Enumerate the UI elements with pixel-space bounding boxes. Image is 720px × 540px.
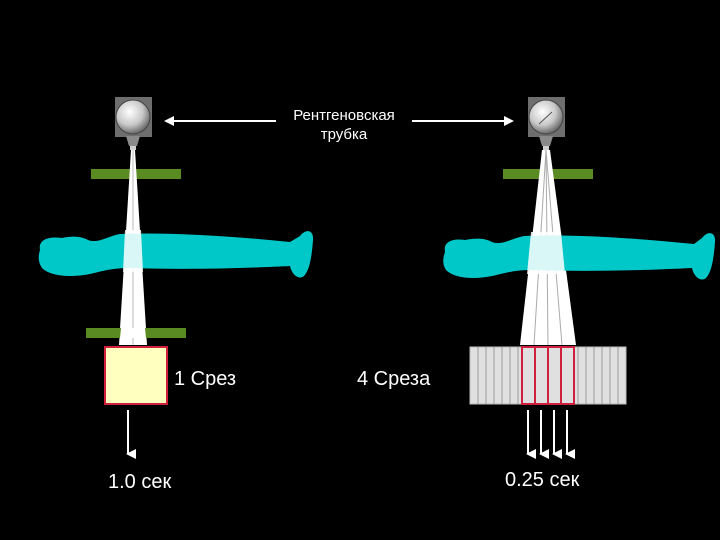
left-panel — [38, 97, 314, 459]
single-time-label: 1.0 сек — [108, 471, 172, 493]
detector-single — [104, 346, 168, 405]
single-slice-label: 1 Срез — [174, 368, 237, 390]
patient-right — [443, 233, 716, 280]
detector-row-4 — [560, 346, 575, 405]
tube-label: Рентгеновская трубка — [276, 106, 412, 144]
detector-array — [469, 346, 627, 405]
tube-label-line2: трубка — [320, 126, 368, 143]
xray-tube-left-icon — [115, 97, 152, 150]
multi-slice-label: 4 Среза — [357, 368, 431, 390]
multi-time-label: 0.25 сек — [505, 469, 580, 491]
output-arrows-right — [526, 410, 575, 459]
tube-label-line1: Рентгеновская — [293, 107, 395, 124]
right-panel — [443, 97, 716, 459]
patient-left — [38, 231, 314, 278]
xray-tube-right-icon — [528, 97, 565, 150]
